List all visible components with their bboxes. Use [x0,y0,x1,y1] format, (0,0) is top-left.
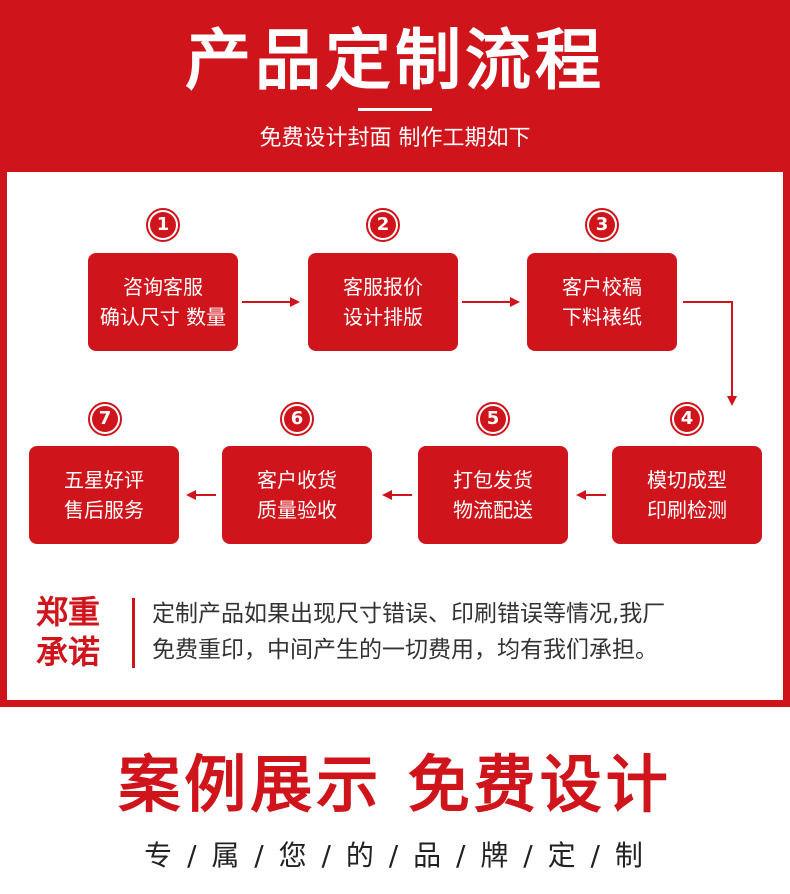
step-line: 物流配送 [453,498,533,522]
showcase-subtitle: 专 / 属 / 您 / 的 / 品 / 牌 / 定 / 制 [144,839,646,872]
title-divider [358,108,432,111]
page-subtitle: 免费设计封面 制作工期如下 [259,126,531,151]
showcase-title: 案例展示 免费设计 [118,748,672,821]
step-box-6: 客户收货 质量验收 [222,446,372,544]
step-number-4: 4 [670,402,704,436]
step-number-5: 5 [476,402,510,436]
step-number-6: 6 [280,402,314,436]
step-line: 五星好评 [64,468,144,492]
step-number-1: 1 [146,208,180,242]
page-title: 产品定制流程 [185,22,605,99]
step-line: 客服报价 [343,275,423,299]
step-number-2: 2 [366,208,400,242]
step-box-1: 咨询客服 确认尺寸 数量 [88,253,238,351]
step-line: 售后服务 [64,498,144,522]
step-number-3: 3 [585,208,619,242]
step-box-4: 模切成型 印刷检测 [612,446,762,544]
promise-heading: 郑重 承诺 [36,593,101,671]
step-box-7: 五星好评 售后服务 [29,446,179,544]
step-line: 确认尺寸 数量 [99,305,227,329]
step-line: 设计排版 [343,305,423,329]
step-line: 打包发货 [453,468,533,492]
step-box-2: 客服报价 设计排版 [308,253,458,351]
step-line: 印刷检测 [647,498,727,522]
step-line: 质量验收 [257,498,337,522]
promise-text: 定制产品如果出现尺寸错误、印刷错误等情况,我厂 免费重印，中间产生的一切费用，均… [152,601,666,663]
step-line: 客户校稿 [562,275,642,299]
process-banner: 产品定制流程 免费设计封面 制作工期如下 1 2 3 咨询客服 确认尺寸 数量 … [0,0,790,707]
step-box-5: 打包发货 物流配送 [418,446,568,544]
step-number-7: 7 [88,402,122,436]
step-box-3: 客户校稿 下料裱纸 [527,253,677,351]
step-line: 下料裱纸 [562,305,642,329]
step-line: 咨询客服 [123,275,203,299]
promise-divider [132,598,135,668]
step-line: 客户收货 [257,468,337,492]
step-line: 模切成型 [647,468,727,492]
